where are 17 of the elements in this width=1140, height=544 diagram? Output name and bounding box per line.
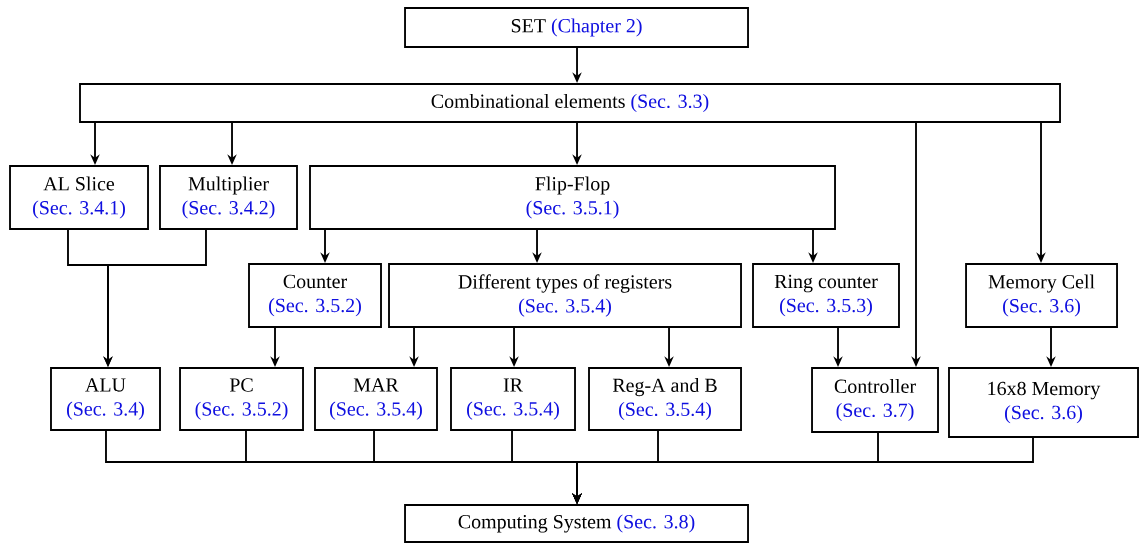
section-box: Different types of registers (Sec. 3.5.4) (388, 263, 742, 328)
section-box: Memory Cell (Sec. 3.6) (965, 263, 1118, 328)
section-box: 16x8 Memory (Sec. 3.6) (948, 367, 1139, 438)
section-box: Reg-A and B (Sec. 3.5.4) (588, 367, 742, 431)
section-box: Controller (Sec. 3.7) (811, 367, 939, 433)
section-box: Flip-Flop (Sec. 3.5.1) (309, 165, 836, 230)
section-box: Combinational elements (Sec. 3.3) (79, 83, 1061, 123)
section-box: AL Slice (Sec. 3.4.1) (9, 165, 149, 230)
section-box: PC (Sec. 3.5.2) (179, 367, 304, 431)
section-box: Counter (Sec. 3.5.2) (248, 263, 382, 328)
section-box: MAR (Sec. 3.5.4) (314, 367, 438, 431)
section-box: IR (Sec. 3.5.4) (450, 367, 576, 431)
section-box: Multiplier (Sec. 3.4.2) (159, 165, 298, 230)
section-box: ALU (Sec. 3.4) (50, 367, 161, 431)
section-box: SET (Chapter 2) (404, 7, 749, 48)
section-box: Ring counter (Sec. 3.5.3) (752, 263, 900, 328)
section-box: Computing System (Sec. 3.8) (404, 504, 749, 543)
